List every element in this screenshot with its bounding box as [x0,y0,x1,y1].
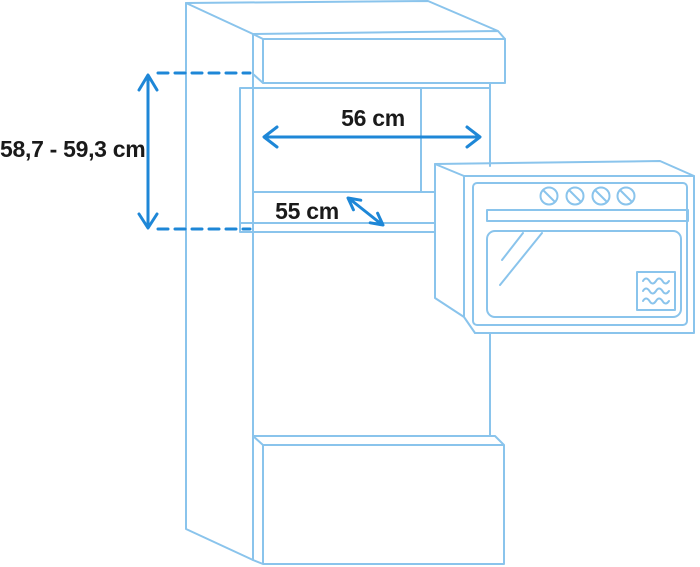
oven-door-window [486,230,682,318]
oven-knob-slash [542,189,556,203]
oven-niche [239,87,491,233]
depth-dimension-label: 55 cm [275,198,339,224]
oven-knob-icon [591,186,611,206]
width-dimension-label: 56 cm [341,105,405,131]
depth-dimension-arrow [346,196,385,227]
dimension-annotations [137,71,482,231]
top-drawer-front [252,33,506,84]
oven-left-face [434,163,476,334]
oven-knob-icon [616,186,636,206]
oven-handle [486,209,689,222]
oven-knob-slash [568,189,582,203]
cabinet-outline [185,0,506,565]
cabinet-side-panel [185,2,254,561]
oven-front-frame [463,175,695,334]
glass-reflection-lines [499,232,543,286]
oven-knob-slash [619,189,633,203]
oven-knobs [539,186,636,206]
oven-knob-icon [565,186,585,206]
microwave-waves-icon [636,271,676,311]
width-dimension-arrow [262,125,482,149]
bottom-drawer-front [252,435,505,565]
oven-knob-slash [594,189,608,203]
height-dimension-arrow [137,73,159,230]
cabinet-top-surface [185,0,506,40]
oven-knob-icon [539,186,559,206]
oven-front-panel [472,182,688,326]
oven-top-face [434,160,695,177]
height-dimension-label: 58,7 - 59,3 cm [0,136,146,162]
oven-illustration [434,160,695,334]
